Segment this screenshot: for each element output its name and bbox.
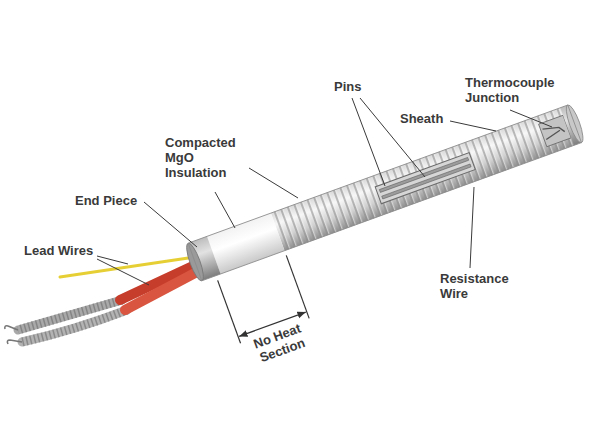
- part-label: Lead Wires: [24, 244, 98, 259]
- leader-lines-part: [510, 110, 552, 127]
- cartridge-heater-part: [188, 105, 581, 281]
- leader-lines-part: [215, 192, 235, 228]
- dimension-bracket-part: [218, 280, 241, 343]
- cartridge-heater: [183, 103, 597, 350]
- leader-lines-part: [97, 256, 128, 264]
- leader-lines-part: [352, 98, 385, 186]
- lead-wires-part: [5, 326, 18, 330]
- part-label: Sheath: [400, 112, 450, 127]
- part-label: Compacted MgO Insulation: [165, 136, 247, 181]
- part-label: No Heat Section: [245, 319, 315, 369]
- leader-lines-part: [360, 98, 425, 177]
- lead-wires: [5, 257, 195, 344]
- cartridge-heater-part: [375, 153, 475, 204]
- leader-lines: [97, 98, 552, 285]
- part-label: Pins: [334, 80, 374, 95]
- part-label: Resistance Wire: [440, 272, 522, 302]
- leader-lines-part: [249, 168, 298, 198]
- part-label: End Piece: [75, 194, 145, 209]
- leader-lines-part: [144, 202, 197, 247]
- cartridge-heater-part: [271, 106, 578, 250]
- cartridge-heater-part: [382, 164, 471, 199]
- leader-lines-part: [97, 259, 149, 285]
- lead-wires-part: [22, 310, 127, 342]
- lead-wires-part: [7, 340, 22, 344]
- part-label: Thermocouple Junction: [465, 76, 565, 106]
- cartridge-heater-part: [379, 157, 468, 192]
- cartridge-heater-part: [271, 106, 578, 250]
- lead-wires-part: [22, 310, 127, 342]
- leader-lines-part: [450, 121, 496, 131]
- dimension-bracket-part: [286, 255, 309, 318]
- leader-lines-part: [470, 187, 474, 268]
